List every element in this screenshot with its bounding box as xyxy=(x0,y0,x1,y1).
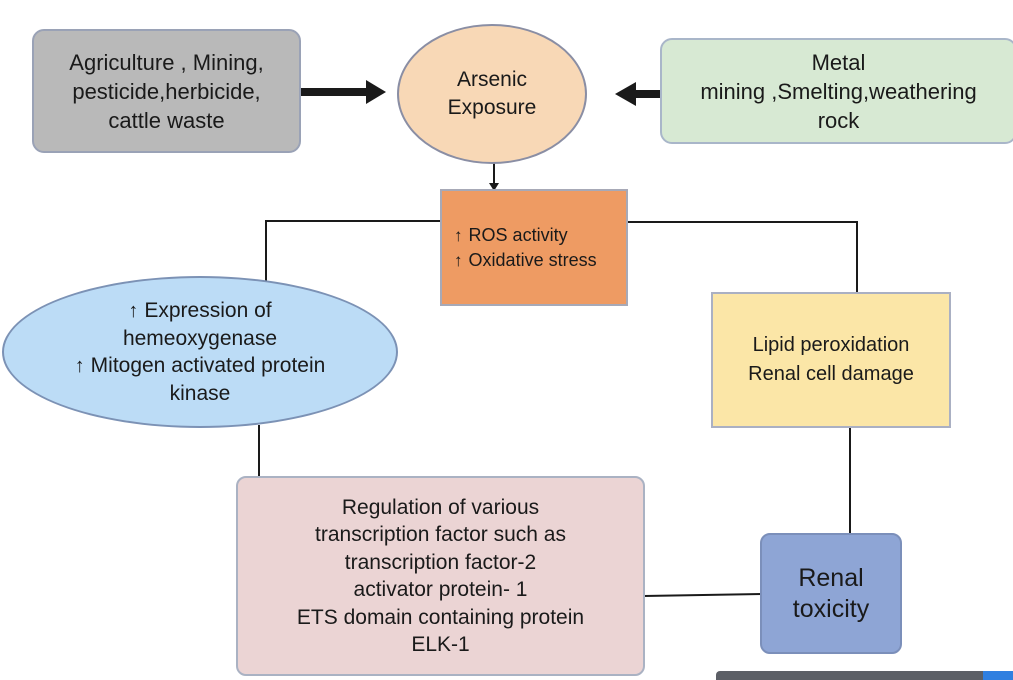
node-text-line: rock xyxy=(817,107,860,133)
node-text-line: Agriculture , Mining, xyxy=(69,49,264,75)
arrow-left-to-arsenic-head xyxy=(366,80,386,104)
up-arrow-icon: ↑ xyxy=(128,300,139,322)
node-text-line: ETS domain containing protein xyxy=(296,605,585,629)
up-arrow-icon: ↑ xyxy=(454,250,463,270)
node-text-line: Regulation of various xyxy=(341,495,540,519)
expression-line: ↑Expression of xyxy=(128,297,271,325)
node-text-line: Arsenic xyxy=(456,68,528,91)
line-ros-to-expression xyxy=(265,220,440,283)
ros-line: ↑Oxidative stress xyxy=(454,248,597,273)
node-text-line: hemeoxygenase xyxy=(122,327,278,350)
expression-line: ↑Mitogen activated protein xyxy=(75,352,326,380)
source-agriculture-node: Agriculture , Mining, pesticide,herbicid… xyxy=(32,29,301,153)
node-text-line: Exposure xyxy=(447,96,537,119)
node-text-line: Metal xyxy=(811,49,866,75)
node-text-line: pesticide,herbicide, xyxy=(72,78,261,104)
node-text-line: mining ,Smelting,weathering xyxy=(700,78,977,104)
node-text-line: Mitogen activated protein xyxy=(90,354,326,377)
node-text-line: Renal cell damage xyxy=(748,363,914,385)
source-metal-mining-node: Metal mining ,Smelting,weathering rock xyxy=(660,38,1013,144)
node-text-line: Renal xyxy=(798,563,864,592)
node-text-line: transcription factor such as xyxy=(315,523,566,546)
horizontal-scrollbar[interactable] xyxy=(716,671,1013,680)
transcription-regulation-node: Regulation of various transcription fact… xyxy=(236,476,645,676)
ros-activity-node: ↑ROS activity ↑Oxidative stress xyxy=(440,189,628,306)
node-text-line: transcription factor-2 xyxy=(344,550,537,574)
node-text-line: cattle waste xyxy=(108,107,225,133)
node-text-line: activator protein- 1 xyxy=(353,578,528,601)
node-text-line: Oxidative stress xyxy=(468,249,597,270)
ros-line: ↑ROS activity xyxy=(454,223,568,248)
expression-node: ↑Expression of hemeoxygenase ↑Mitogen ac… xyxy=(2,276,398,428)
up-arrow-icon: ↑ xyxy=(74,355,85,377)
arrow-right-to-arsenic-head xyxy=(615,82,636,106)
arsenic-exposure-node: Arsenic Exposure xyxy=(397,24,587,164)
up-arrow-icon: ↑ xyxy=(454,225,463,245)
arrow-arsenic-to-ros-head xyxy=(489,183,499,191)
node-text-line: ROS activity xyxy=(468,224,568,245)
node-text-line: kinase xyxy=(169,382,231,405)
lipid-peroxidation-node: Lipid peroxidation Renal cell damage xyxy=(711,292,951,428)
node-text-line: ELK-1 xyxy=(411,633,470,656)
renal-toxicity-node: Renal toxicity xyxy=(760,533,902,654)
node-text-line: toxicity xyxy=(792,594,870,623)
node-text-line: Lipid peroxidation xyxy=(752,334,910,356)
scrollbar-thumb[interactable] xyxy=(983,671,1013,680)
line-ros-to-lipid xyxy=(628,221,858,293)
line-regulation-to-renal xyxy=(643,593,763,597)
node-text-line: Expression of xyxy=(144,299,272,322)
